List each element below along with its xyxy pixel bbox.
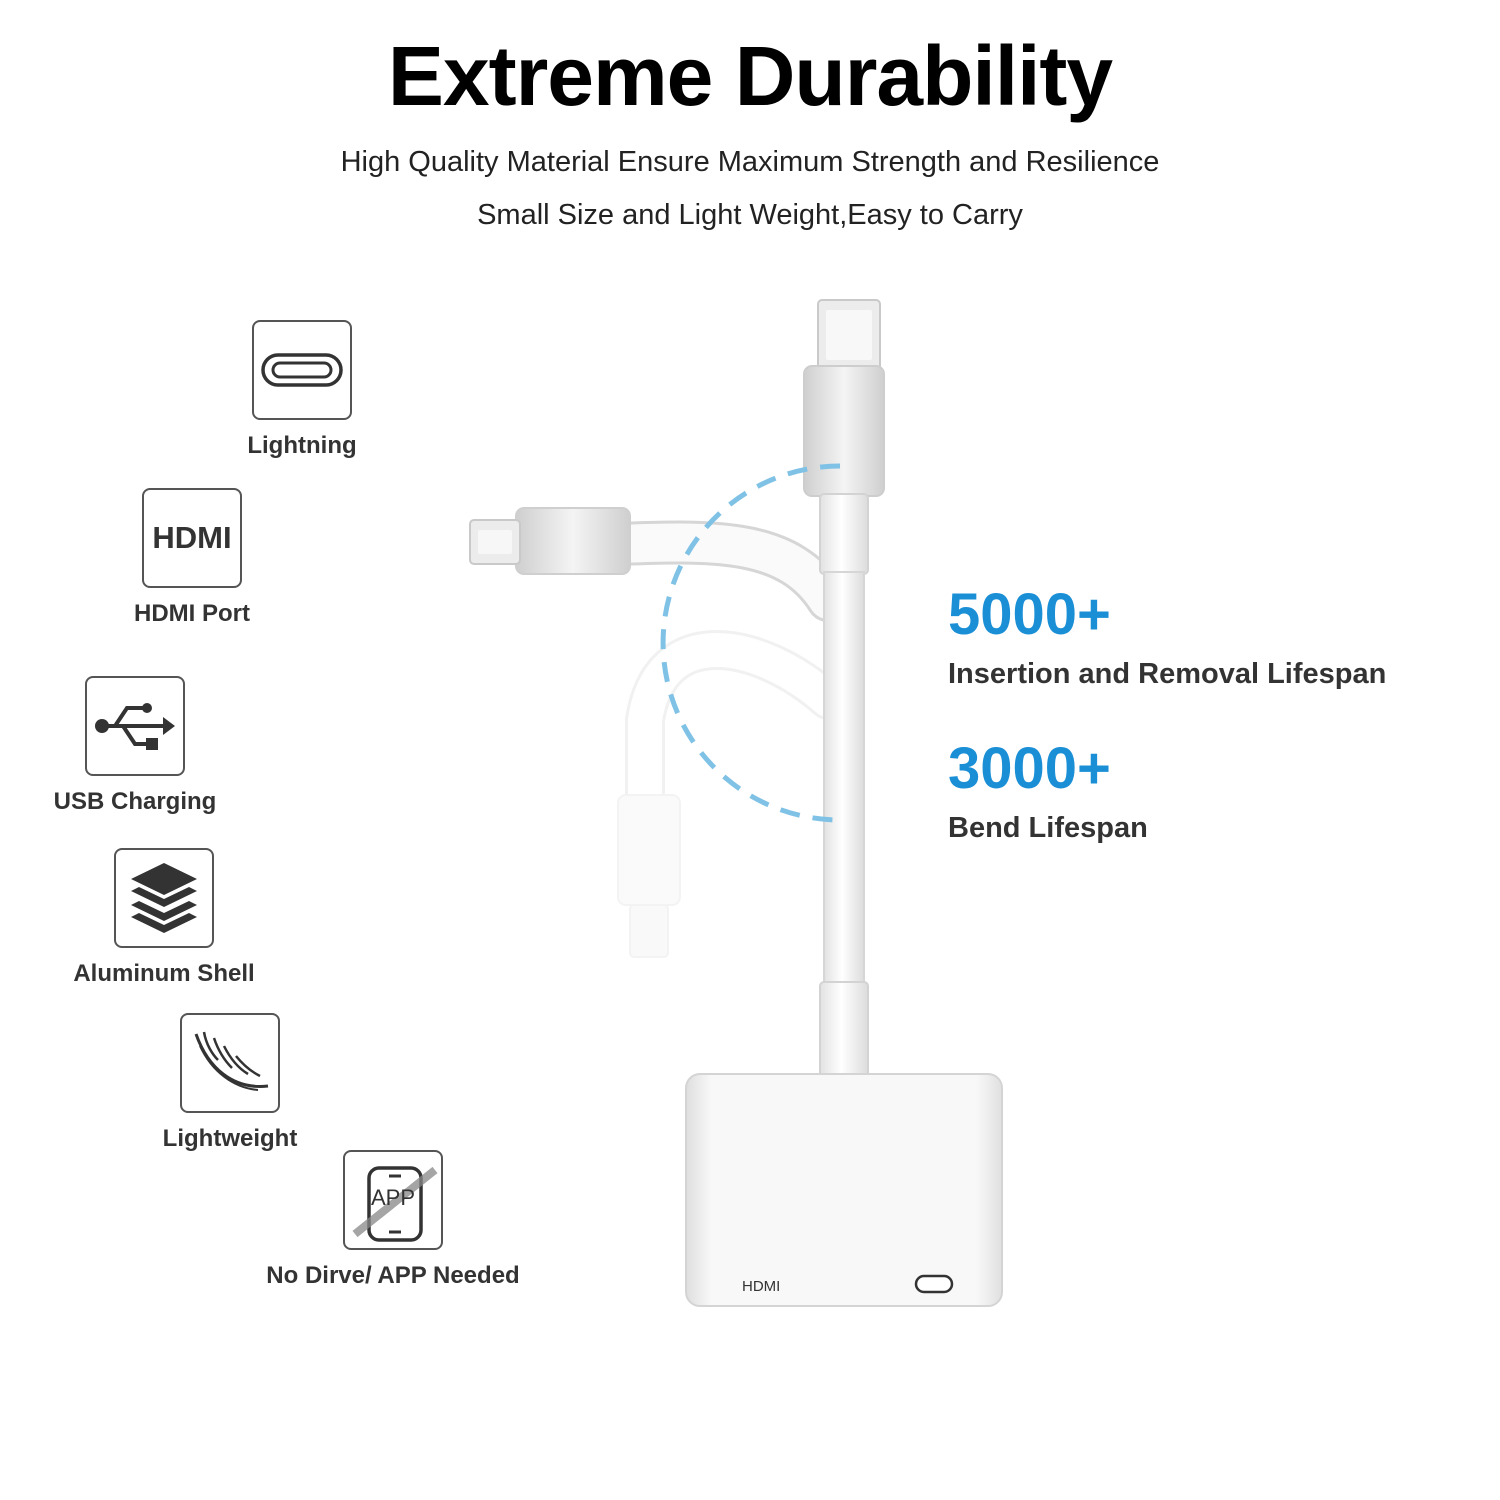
bend-arc <box>660 463 841 823</box>
feature-label: No Dirve/ APP Needed <box>266 1262 520 1289</box>
stat-insertion: 5000+ Insertion and Removal Lifespan <box>948 586 1386 691</box>
feature-icon-box <box>85 676 185 776</box>
feature-label: Aluminum Shell <box>73 960 255 987</box>
feature-icon-box: HDMI <box>142 488 242 588</box>
ghost-cable-lower <box>617 630 848 958</box>
feature-label: HDMI Port <box>134 600 250 627</box>
feature-icon-box <box>114 848 214 948</box>
feature-usb: USB Charging <box>0 676 285 816</box>
bent-cable-upper <box>469 507 850 622</box>
feature-label: USB Charging <box>53 788 217 815</box>
main-cable <box>803 299 885 1085</box>
feature-icon-box: APP <box>343 1150 443 1250</box>
hdmi-icon: HDMI <box>152 520 232 555</box>
feature-lightweight: Lightweight <box>80 1013 380 1153</box>
stat-label: Bend Lifespan <box>948 812 1148 844</box>
layers-icon <box>131 863 197 933</box>
stat-value: 3000+ <box>948 736 1111 801</box>
page-subtitle-line2: Small Size and Light Weight,Easy to Carr… <box>477 199 1023 231</box>
app-text: APP <box>370 1185 416 1210</box>
lightning-port-icon <box>261 353 343 387</box>
no-app-icon <box>352 1166 438 1242</box>
stat-value: 5000+ <box>948 582 1111 647</box>
page-subtitle-line1: High Quality Material Ensure Maximum Str… <box>340 146 1160 178</box>
stat-label: Insertion and Removal Lifespan <box>948 658 1387 690</box>
feature-label: Lightweight <box>162 1125 298 1152</box>
feature-lightning: Lightning <box>152 320 452 460</box>
feature-no-app: APP No Dirve/ APP Needed <box>243 1150 543 1290</box>
adapter-port-label: HDMI <box>742 1278 781 1295</box>
page-title: Extreme Durability <box>387 29 1113 123</box>
usb-icon <box>95 703 175 750</box>
feature-icon-box <box>180 1013 280 1113</box>
feature-label: Lightning <box>247 432 357 459</box>
feature-icon-box <box>252 320 352 420</box>
stat-bend: 3000+ Bend Lifespan <box>948 740 1148 845</box>
feather-icon <box>194 1031 269 1091</box>
feature-aluminum: Aluminum Shell <box>14 848 314 988</box>
feature-hdmi: HDMI HDMI Port <box>42 488 342 628</box>
adapter-body <box>685 1073 1003 1307</box>
